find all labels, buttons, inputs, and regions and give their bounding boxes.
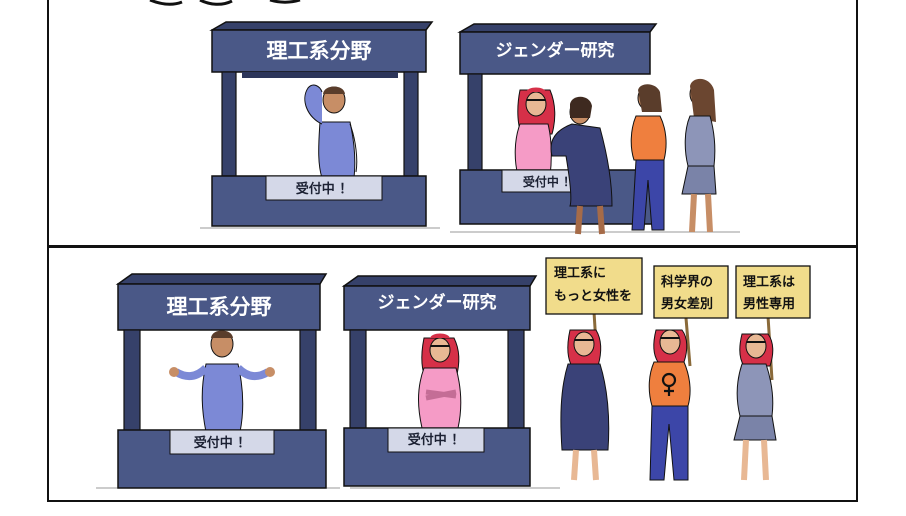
protest-sign [735, 265, 811, 319]
protester-gray-dress: 理工系は 男性専用 [733, 265, 811, 481]
cropped-lettering [149, 0, 301, 6]
sign-line: 科学界の [661, 274, 713, 290]
woman-pink-arms-crossed [418, 333, 462, 429]
sign-line: 男女差別 [661, 296, 713, 312]
sign-line: 理工系は [743, 274, 795, 290]
booth-title: ジェンダー研究 [496, 40, 615, 61]
badge-text: 受付中 ！ [408, 432, 465, 448]
sign-line: もっと女性を [554, 288, 632, 304]
booth-sign [343, 285, 531, 331]
sign-line: 理工系に [554, 265, 606, 281]
badge-accepting [265, 175, 383, 201]
ground-line [200, 227, 740, 233]
woman-orange-shirt [630, 84, 667, 231]
booth-gender-bottom: ジェンダー研究 受付中 ！ [341, 275, 538, 487]
woman-pink-operator [514, 87, 556, 177]
booth-sign [117, 283, 321, 331]
badge-accepting [169, 429, 275, 455]
man-scratching-head [304, 84, 358, 179]
protest-sign [653, 265, 729, 319]
badge-text: 受付中 ！ [194, 435, 251, 451]
booth-sign [211, 29, 427, 73]
protest-sign [545, 257, 643, 315]
panel-top-frame [47, 0, 858, 247]
booth-title: ジェンダー研究 [378, 292, 497, 313]
booth-stem-top: 理工系分野 受付中 ！ [209, 21, 434, 227]
sign-line: 男性専用 [743, 296, 795, 312]
protester-orange-shirt: 科学界の 男女差別 [648, 265, 729, 481]
booth-stem-bottom: 理工系分野 受付中 ！ [115, 273, 328, 489]
badge-text: 受付中 ！ [523, 174, 575, 189]
booth-sign [459, 31, 651, 75]
booth-title: 理工系分野 [267, 39, 372, 63]
man-shrugging [169, 330, 275, 433]
woman-navy-dress-leaning [550, 96, 613, 235]
woman-gray-dress [681, 78, 717, 233]
panel-bottom: 理工系分野 受付中 ！ ジェンダー研究 受付中 ！ [96, 257, 811, 489]
booth-title: 理工系分野 [167, 295, 272, 319]
protester-navy-dress: 理工系に もっと女性を [545, 257, 643, 481]
badge-text: 受付中 ！ [296, 181, 353, 197]
panel-top: 理工系分野 受付中 ！ ジェンダー研究 受付中 ！ [200, 21, 740, 235]
booth-gender-top: ジェンダー研究 受付中 ！ [457, 23, 661, 225]
badge-accepting [387, 427, 485, 453]
